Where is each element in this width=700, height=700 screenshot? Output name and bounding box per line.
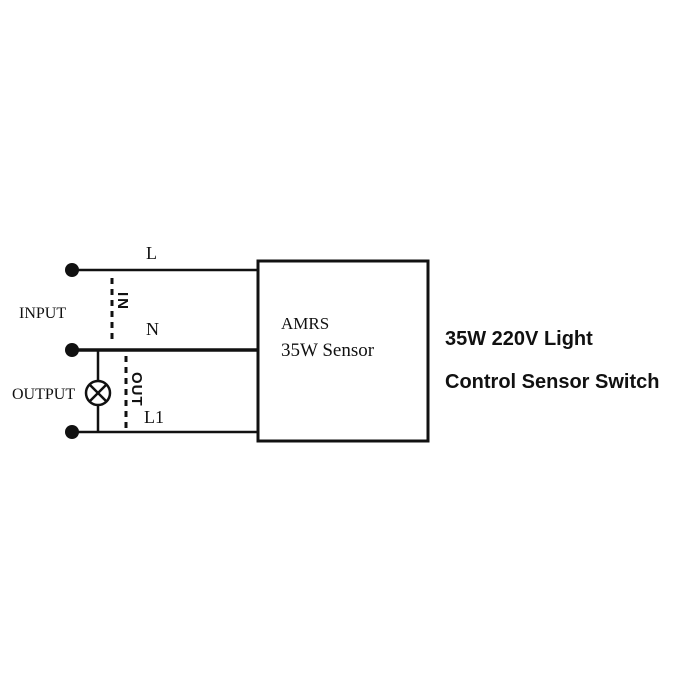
label-n: N <box>146 319 159 339</box>
terminal-l1-icon <box>65 425 79 439</box>
caption-line-1: 35W 220V Light <box>445 328 593 350</box>
label-l: L <box>146 243 157 263</box>
label-in-vertical: IN <box>114 292 131 311</box>
label-l1: L1 <box>144 407 164 427</box>
caption-line-2: Control Sensor Switch <box>445 371 659 393</box>
sensor-description: 35W Sensor <box>281 340 375 361</box>
terminal-l-icon <box>65 263 79 277</box>
label-output: OUTPUT <box>12 386 75 403</box>
sensor-box <box>256 259 430 443</box>
lamp-icon <box>84 379 112 407</box>
label-out-vertical: OUT <box>128 372 145 407</box>
label-input: INPUT <box>19 305 66 322</box>
terminal-n-icon <box>65 343 79 357</box>
sensor-model: AMRS <box>281 314 329 333</box>
